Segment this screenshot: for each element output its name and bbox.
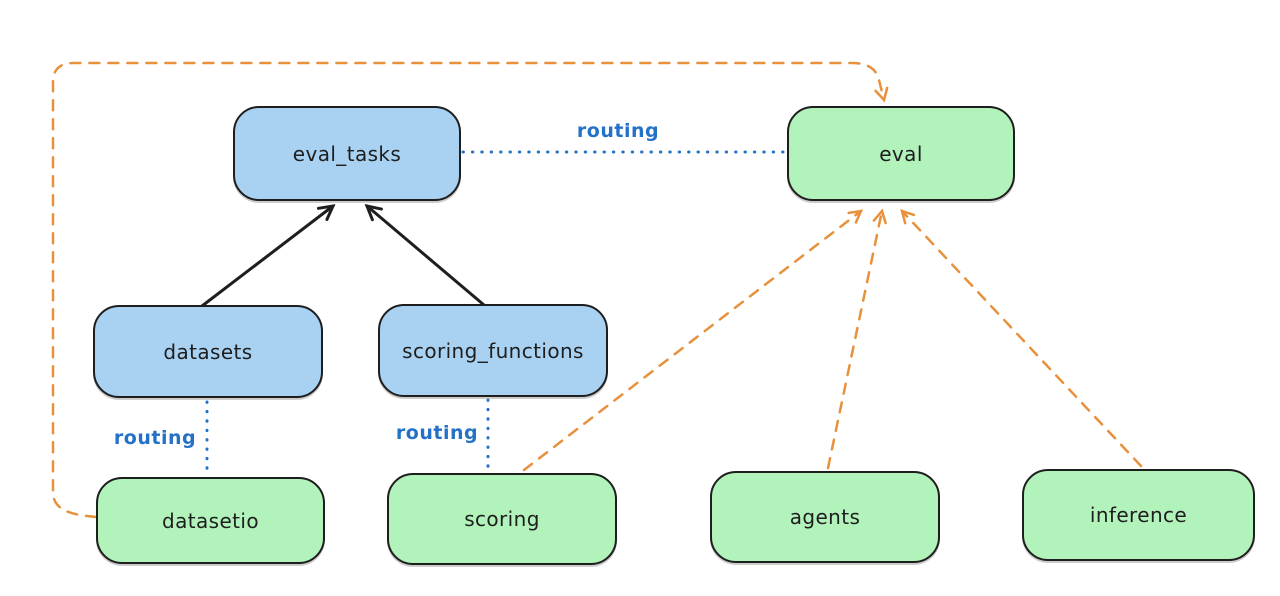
edge-label-routing-scoring-functions-scoring: routing [395, 422, 479, 444]
node-scoring: scoring [387, 473, 617, 565]
node-inference-label: inference [1089, 503, 1188, 527]
node-datasetio: datasetio [96, 477, 325, 564]
edge-scoring-functions-to-eval-tasks [364, 203, 486, 307]
edge-agents-to-eval [826, 208, 887, 470]
node-agents-label: agents [789, 505, 861, 529]
node-scoring-functions-label: scoring_functions [402, 338, 584, 363]
edge-datasets-to-eval-tasks [200, 204, 336, 308]
edge-scoring-to-eval [522, 209, 864, 472]
node-datasetio-label: datasetio [161, 508, 259, 533]
node-datasets: datasets [93, 305, 323, 398]
node-scoring-label: scoring [464, 507, 540, 531]
node-agents: agents [710, 471, 940, 563]
node-inference: inference [1022, 469, 1255, 561]
node-scoring-functions: scoring_functions [378, 304, 608, 397]
edge-label-routing-datasets-datasetio: routing [113, 427, 197, 449]
edge-datasetio-to-eval [51, 61, 889, 519]
node-eval-tasks: eval_tasks [233, 106, 461, 201]
node-eval-label: eval [879, 141, 923, 166]
node-datasets-label: datasets [163, 339, 253, 364]
node-eval: eval [787, 106, 1015, 201]
node-eval-tasks-label: eval_tasks [292, 141, 402, 166]
edge-inference-to-eval [900, 209, 1143, 468]
edge-label-routing-eval-tasks-eval: routing [576, 120, 660, 142]
